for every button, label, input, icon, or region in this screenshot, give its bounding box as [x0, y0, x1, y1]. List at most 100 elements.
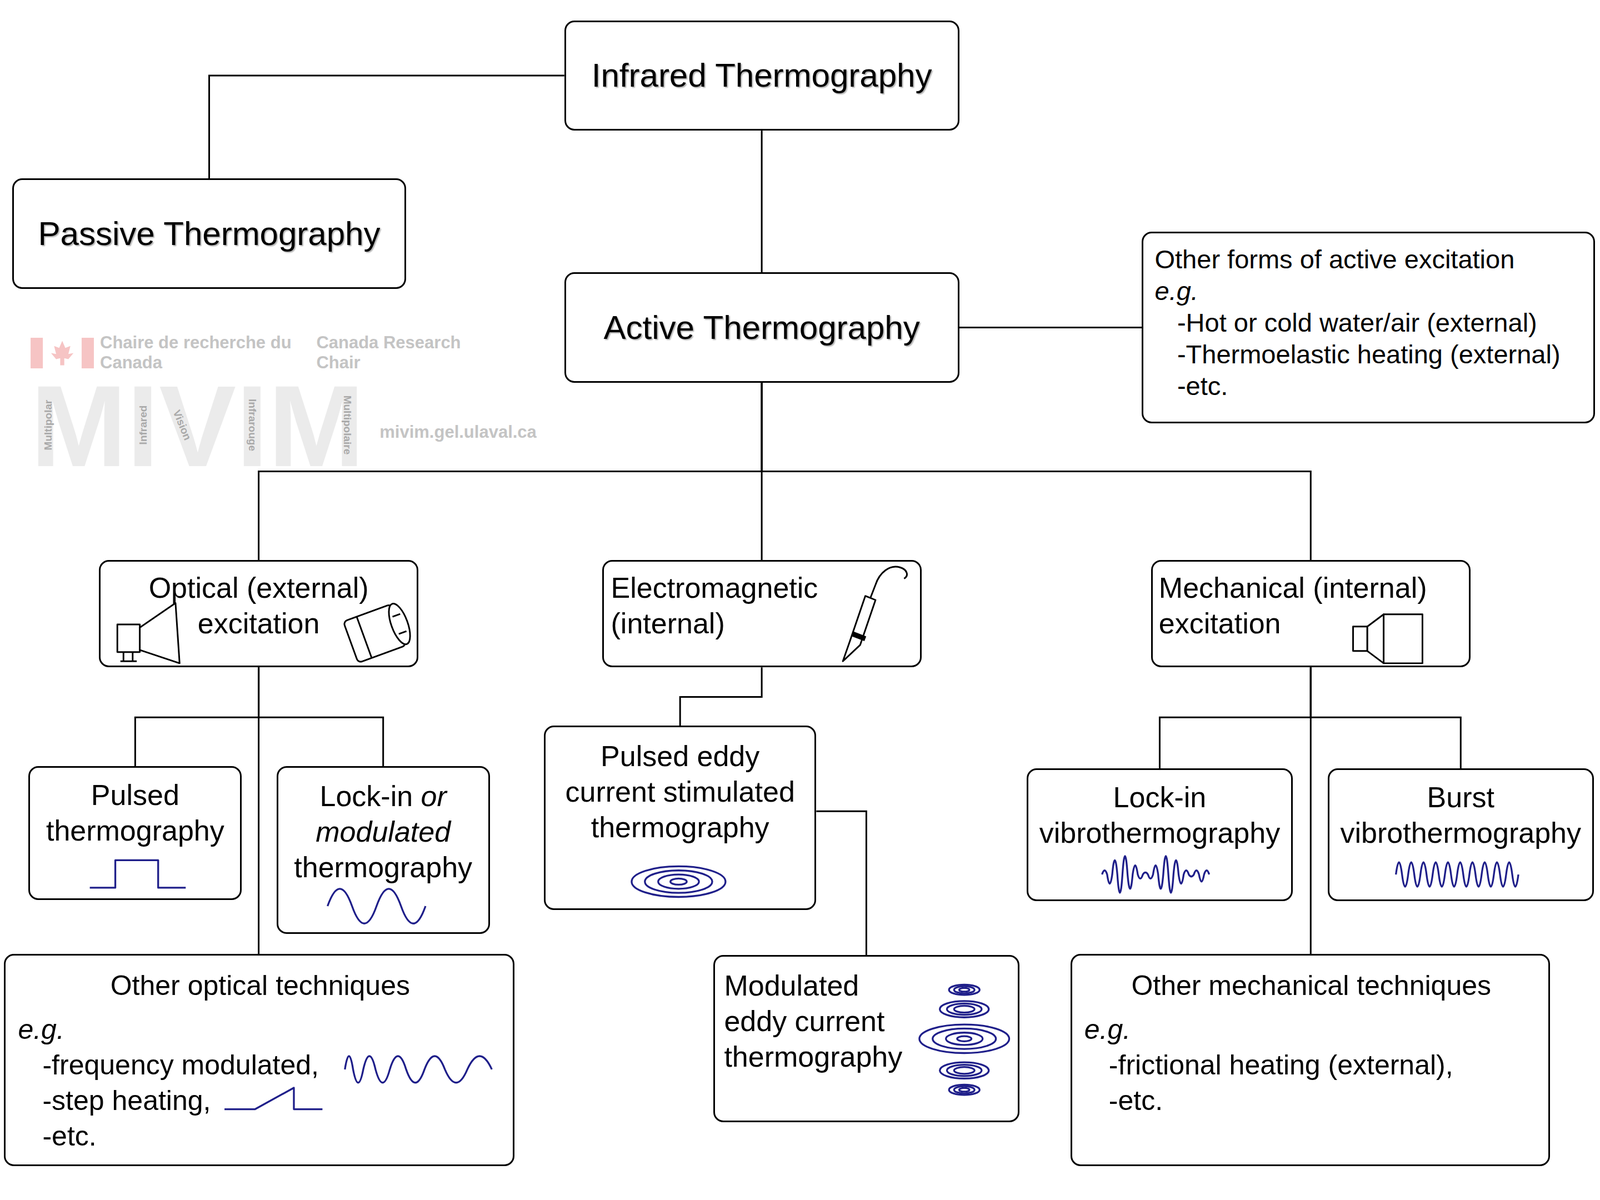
transducer-icon [1353, 614, 1423, 664]
text-run [412, 780, 421, 813]
text-run: Lock-in [320, 780, 414, 813]
text-run: Burst [1427, 781, 1495, 814]
text-run: (external), [1328, 1049, 1454, 1081]
text-run [1226, 307, 1234, 338]
process-box: Electromagnetic (internal) [602, 560, 922, 668]
text-run [1419, 307, 1427, 338]
watermark-text: MIVIM [30, 368, 365, 484]
flash-band [356, 616, 372, 658]
flash-face [384, 601, 415, 648]
flag-band [30, 337, 43, 369]
lamp-foot [120, 660, 137, 663]
eddy-loop [631, 866, 726, 897]
text-run [706, 56, 716, 94]
box-text: -Thermoelastic heating (external) [1155, 338, 1586, 370]
box-text: Pulsed thermography [38, 777, 233, 849]
text-run [180, 970, 188, 1002]
connector-line [1159, 667, 1311, 769]
process-box: Other forms of active excitatione.g.-Hot… [1141, 231, 1595, 424]
watermark-text: Infrared [137, 405, 149, 445]
eddy-loop [940, 1001, 989, 1018]
text-run [155, 215, 164, 253]
eddy-loop [953, 1086, 975, 1094]
flash-detail [392, 613, 401, 617]
flash-detail [398, 631, 407, 634]
process-box: Optical (external) excitation [98, 560, 419, 668]
text-run: (external) [1426, 307, 1538, 338]
text-run: thermography [293, 851, 473, 884]
eddy-loop [645, 870, 713, 893]
text-run: Electromagnetic [611, 571, 819, 604]
box-text: Other mechanical techniques [1084, 967, 1539, 1004]
text-run [1221, 1049, 1230, 1081]
text-run: heating [1357, 339, 1443, 369]
box-text: -etc. [17, 1118, 503, 1154]
process-box: Modulated eddy current thermography [713, 955, 1020, 1123]
eddy-loop [940, 1062, 989, 1079]
box-text: -frictional heating (external), [1084, 1047, 1539, 1083]
text-run: (external) [246, 571, 369, 604]
connector-line [209, 75, 565, 179]
watermark-text: Multipolaire [341, 395, 353, 455]
eddy-loop [948, 984, 980, 995]
box-text: Infrared Thermography [576, 55, 948, 96]
box-text: Burst vibrothermography [1335, 779, 1587, 851]
eddy-loop [932, 1028, 997, 1049]
text-run: Thermography [703, 308, 920, 347]
text-run: current [565, 775, 656, 808]
text-run: Other [1155, 244, 1221, 274]
lamp-leg [122, 652, 125, 662]
text-run: techniques [275, 970, 410, 1002]
process-box: Lock-in vibrothermography [1026, 768, 1293, 902]
process-box: Infrared Thermography [564, 20, 960, 131]
maple-leaf [51, 340, 74, 365]
eddy-loop [959, 1087, 970, 1092]
text-run [1397, 244, 1405, 274]
box-text: Mechanical (internal) excitation [1158, 570, 1445, 642]
flash-lamp-icon [343, 601, 415, 663]
box-text: Other optical techniques [17, 967, 503, 1004]
text-run: -Hot [1177, 307, 1227, 338]
text-run [1200, 970, 1209, 1002]
lamp-cone [140, 603, 180, 664]
modulated-burst-signal [1102, 856, 1210, 893]
box-text: Optical (external) excitation [138, 570, 379, 642]
chirp-signal [345, 1056, 492, 1083]
connector-line [1310, 667, 1312, 954]
eddy-loop [957, 1036, 972, 1042]
text-run: modulated, [181, 1049, 319, 1081]
connector-line [816, 811, 867, 955]
process-box: Pulsed eddy current stimulated thermogra… [543, 725, 817, 910]
text-run [1305, 571, 1313, 604]
text-run: Infrared [591, 56, 707, 94]
step-signal [224, 1087, 323, 1110]
text-run: -step [42, 1085, 104, 1117]
process-box: Pulsed thermography [28, 766, 242, 900]
watermark-text: mivim.gel.ulaval.ca [379, 422, 537, 443]
text-run: vibrothermography [1340, 816, 1582, 849]
text-run [1220, 244, 1228, 274]
text-run [173, 1049, 182, 1081]
box-text: Active Thermography [576, 307, 948, 348]
process-box: Other mechanical techniquese.g.-friction… [1070, 953, 1550, 1167]
text-run: or [421, 780, 447, 813]
text-run: techniques [1356, 970, 1492, 1002]
probe-icon [842, 566, 907, 662]
probe-band [852, 633, 866, 639]
text-run [1257, 307, 1265, 338]
text-run: Passive [38, 215, 155, 253]
text-run: (external) [1450, 339, 1561, 369]
box-text: Lock-in vibrothermography [1034, 779, 1285, 851]
eddy-loop [953, 986, 975, 994]
text-run: -Thermoelastic [1177, 339, 1350, 369]
sine-signal [327, 888, 426, 924]
connector-line [257, 667, 260, 954]
text-run [1312, 307, 1320, 338]
text-run: of [1300, 244, 1322, 274]
text-run: forms [1227, 244, 1293, 274]
text-run: heating [1229, 1049, 1321, 1081]
process-box: Other optical techniquese.g.-frequency m… [3, 953, 514, 1167]
process-box: Lock-in or modulated thermography [276, 766, 490, 934]
text-run: Thermography [715, 56, 932, 94]
text-run: Active [603, 308, 695, 347]
